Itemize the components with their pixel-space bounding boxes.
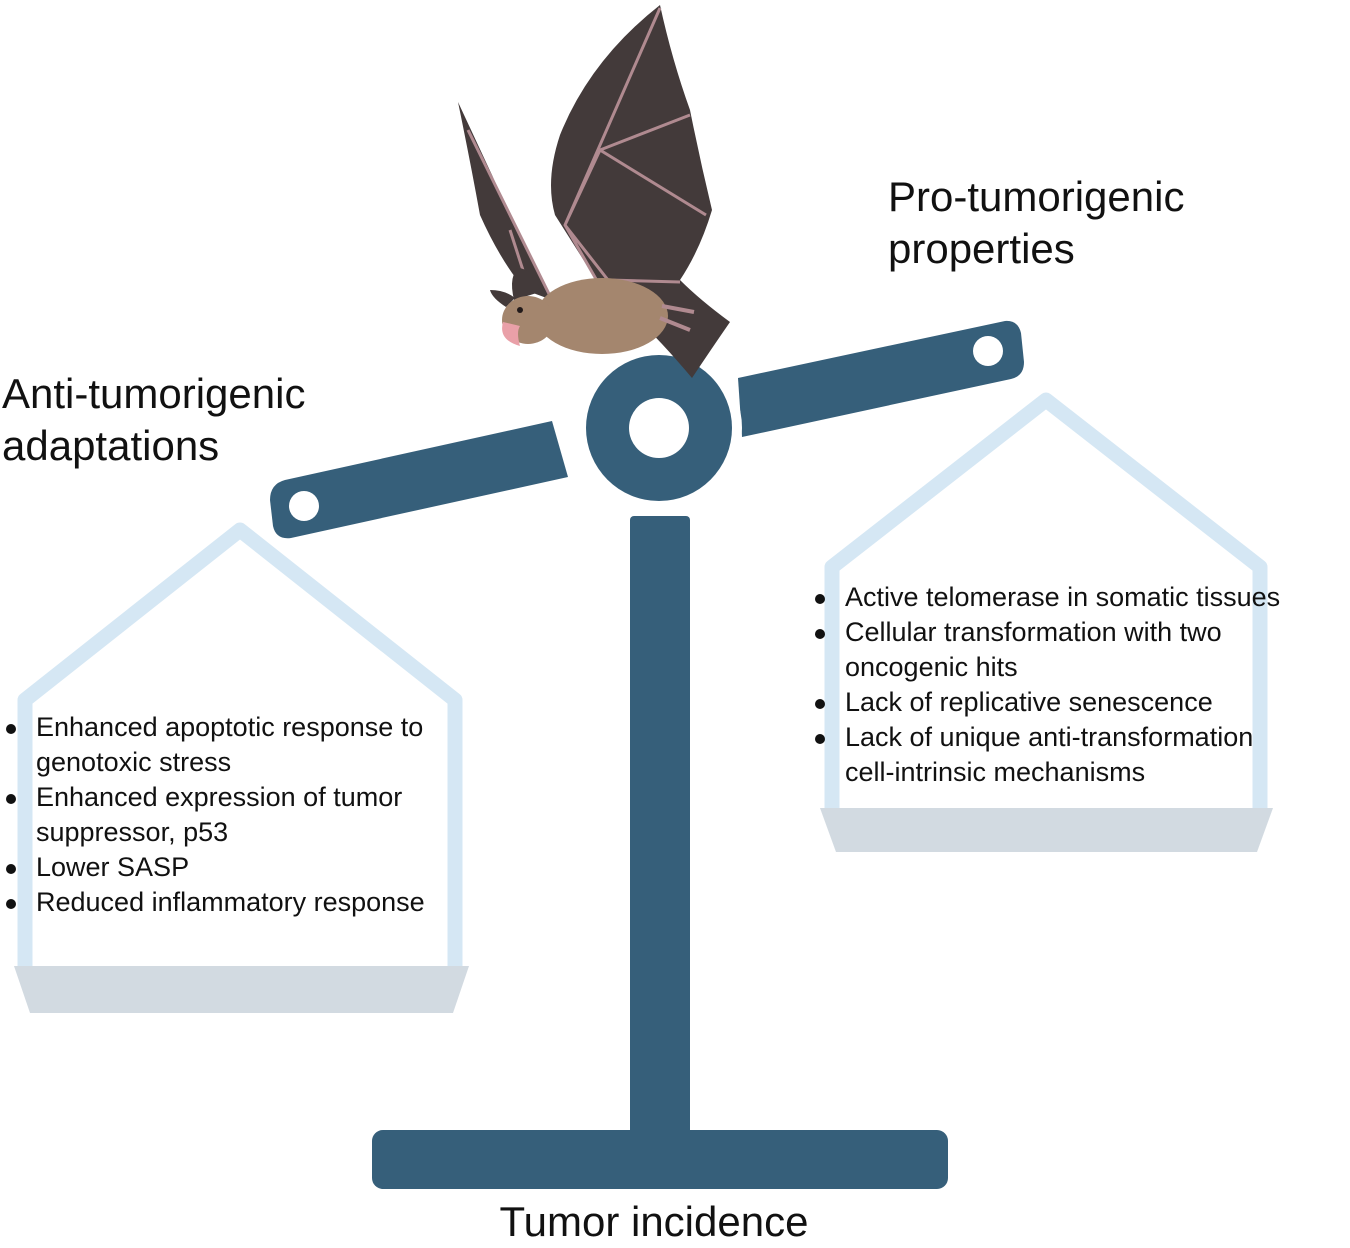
bullet-text-line: Reduced inflammatory response (36, 887, 425, 917)
bullet-text-line: suppressor, p53 (36, 817, 229, 847)
left-heading-line: adaptations (2, 422, 220, 469)
bullet-item: Active telomerase in somatic tissues (814, 580, 1281, 615)
bullet-item: Lack of unique anti-transformation cell-… (814, 720, 1280, 790)
left-pan-base (14, 966, 469, 1013)
bat-illustration-icon (458, 5, 730, 378)
bullet-text-line: Active telomerase in somatic tissues (845, 582, 1281, 612)
right-bullet-list: Active telomerase in somatic tissues Cel… (809, 580, 1280, 790)
bullet-text-line: Lack of replicative senescence (845, 687, 1213, 717)
right-heading-line: properties (888, 225, 1075, 272)
pivot-hole (629, 398, 689, 458)
bullet-text-line: Lack of unique anti-transformation (845, 722, 1254, 752)
right-pan-frame (824, 392, 1268, 808)
bullet-item: Lower SASP (6, 850, 425, 885)
bullet-text-line: Lower SASP (36, 852, 190, 882)
bullet-item: Cellular transformation with two oncogen… (814, 615, 1280, 685)
right-pan-base (820, 808, 1273, 852)
left-bullet-list: Enhanced apoptotic response to genotoxic… (0, 710, 425, 920)
left-beam-arm (270, 421, 568, 539)
bullet-item: Enhanced apoptotic response to genotoxic… (6, 710, 425, 780)
bullet-text-line: cell-intrinsic mechanisms (845, 757, 1146, 787)
tumor-incidence-label: Tumor incidence (499, 1198, 809, 1245)
left-pan-frame (17, 522, 463, 968)
bullet-text-line: oncogenic hits (845, 652, 1018, 682)
bullet-item: Reduced inflammatory response (6, 885, 425, 920)
bullet-item: Lack of replicative senescence (814, 685, 1280, 720)
scale-foot (372, 1130, 948, 1189)
left-beam-hole (289, 491, 319, 521)
bullet-text-line: Enhanced expression of tumor (36, 782, 403, 812)
right-beam-hole (973, 336, 1003, 366)
bullet-text-line: Enhanced apoptotic response to (36, 712, 424, 742)
bullet-item: Enhanced expression of tumor suppressor,… (6, 780, 425, 850)
left-side-heading: Anti-tumorigenic adaptations (2, 368, 305, 472)
left-heading-line: Anti-tumorigenic (2, 370, 306, 417)
right-side-heading: Pro-tumorigenic properties (888, 171, 1184, 275)
bullet-text-line: genotoxic stress (36, 747, 232, 777)
bullet-text-line: Cellular transformation with two (845, 617, 1222, 647)
right-heading-line: Pro-tumorigenic (888, 173, 1185, 220)
scale-pole (630, 516, 690, 1156)
right-beam-arm (738, 320, 1024, 437)
